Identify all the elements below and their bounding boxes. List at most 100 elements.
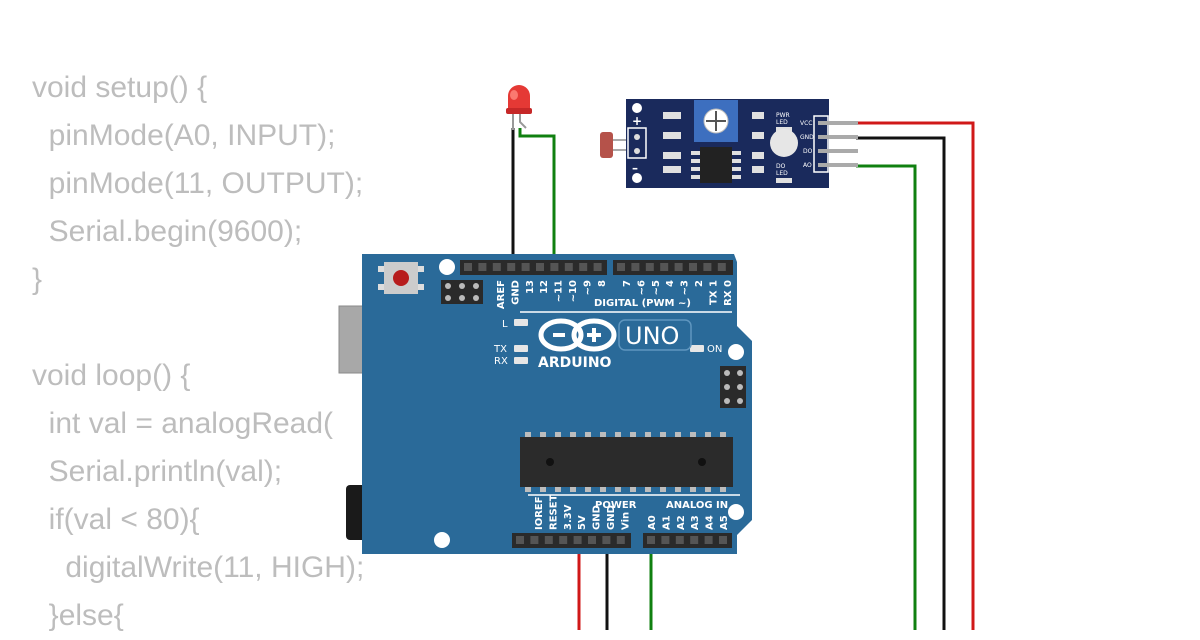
header-hole[interactable]	[544, 536, 553, 544]
header-hole[interactable]	[674, 263, 683, 271]
code-line: int val = analogRead(	[32, 407, 334, 440]
header-hole[interactable]	[645, 263, 654, 271]
sensor-pin-gnd: GND	[800, 134, 814, 141]
header-hole[interactable]	[617, 263, 625, 271]
uno-badge	[618, 319, 692, 351]
header-hole[interactable]	[717, 263, 726, 271]
header-hole[interactable]	[631, 263, 640, 271]
header-hole[interactable]	[719, 536, 727, 544]
sensor-pin-ao: AO	[803, 162, 812, 169]
atmega-chip	[520, 437, 733, 487]
header-hole[interactable]	[550, 263, 559, 271]
pin-label: RX 0	[723, 280, 734, 306]
header-hole[interactable]	[704, 536, 713, 544]
pin-label: 8	[597, 280, 608, 287]
header-hole[interactable]	[559, 536, 568, 544]
header-hole[interactable]	[579, 263, 588, 271]
sensor-minus-label: –	[632, 161, 638, 175]
pin-label: ~5	[651, 280, 662, 295]
pin-label: ~3	[680, 280, 691, 295]
pin-label: 2	[694, 280, 705, 287]
pin-label: 5V	[577, 515, 588, 530]
pin-label: A3	[690, 515, 701, 530]
code-line: pinMode(11, OUTPUT);	[32, 167, 364, 200]
wire-ao-a0	[856, 164, 917, 630]
led-l-label: L	[502, 319, 508, 330]
header-hole[interactable]	[507, 263, 516, 271]
led-rx-label: RX	[494, 356, 508, 367]
header-hole[interactable]	[521, 263, 530, 271]
led-tx-label: TX	[493, 344, 507, 355]
header-hole[interactable]	[464, 263, 472, 271]
code-line: Serial.println(val);	[32, 455, 283, 488]
pin-label: 3.3V	[563, 504, 574, 530]
sensor-pin-do: DO	[803, 148, 813, 155]
header-hole[interactable]	[616, 536, 625, 544]
light-sensor-module[interactable]: + – PWR LED DO LED VCC	[600, 99, 858, 188]
header-hole[interactable]	[516, 536, 524, 544]
code-line: Serial.begin(9600);	[32, 215, 303, 248]
red-led[interactable]	[506, 85, 532, 130]
wires	[511, 121, 975, 630]
header-hole[interactable]	[660, 263, 669, 271]
pin-label: 4	[665, 280, 676, 287]
header-hole[interactable]	[593, 263, 602, 271]
ldr-photoresistor	[600, 132, 613, 158]
arduino-logo-text: ARDUINO	[538, 355, 612, 371]
header-hole[interactable]	[647, 536, 655, 544]
pin-label: 7	[622, 280, 633, 287]
header-hole[interactable]	[689, 263, 697, 271]
header-hole[interactable]	[661, 536, 670, 544]
header-hole[interactable]	[588, 536, 596, 544]
code-line: void loop() {	[32, 359, 191, 392]
code-line: digitalWrite(11, HIGH);	[32, 551, 365, 584]
pin-label: ~11	[554, 280, 565, 302]
wire-gnd-gnd	[856, 136, 946, 630]
power-header	[512, 533, 631, 548]
digital-pwm-label: DIGITAL (PWM ~)	[594, 298, 691, 309]
arduino-infinity-logo	[538, 318, 617, 352]
analog-header	[643, 533, 732, 548]
pin-label: GND	[510, 280, 521, 305]
header-hole[interactable]	[530, 536, 539, 544]
header-holes	[464, 263, 727, 544]
pwr-led-label-1: PWR	[776, 112, 790, 119]
pin-label: IOREF	[534, 496, 545, 530]
digital-header-right	[613, 260, 733, 275]
header-hole[interactable]	[564, 263, 573, 271]
pin-label: A1	[661, 515, 672, 530]
pin-label: 12	[539, 280, 550, 294]
header-hole[interactable]	[492, 263, 501, 271]
header-hole[interactable]	[573, 536, 582, 544]
pin-label: RESET	[548, 494, 559, 530]
pin-label: GND	[592, 505, 603, 530]
code-line: }	[32, 263, 43, 296]
header-hole[interactable]	[602, 536, 611, 544]
pin-label: ~6	[636, 280, 647, 295]
header-hole[interactable]	[703, 263, 712, 271]
comparator-chip	[700, 147, 732, 183]
header-hole[interactable]	[690, 536, 699, 544]
on-led-label: ON	[707, 344, 722, 355]
sensor-pin-vcc: VCC	[800, 120, 812, 127]
pin-label: 13	[525, 280, 536, 294]
header-hole[interactable]	[478, 263, 487, 271]
code-line: if(val < 80){	[32, 503, 200, 536]
pin-label: GND	[606, 505, 617, 530]
header-hole[interactable]	[536, 263, 544, 271]
pin-label: A5	[719, 515, 730, 530]
pwr-led-label-2: LED	[776, 119, 788, 126]
header-hole[interactable]	[675, 536, 684, 544]
sensor-header	[813, 115, 829, 173]
analog-in-label: ANALOG IN	[666, 500, 728, 511]
do-led-label-2: LED	[776, 170, 788, 177]
sensor-plus-label: +	[632, 114, 642, 128]
pin-label: A0	[647, 515, 658, 530]
power-section-label: POWER	[595, 500, 637, 511]
pin-label: AREF	[496, 280, 507, 309]
